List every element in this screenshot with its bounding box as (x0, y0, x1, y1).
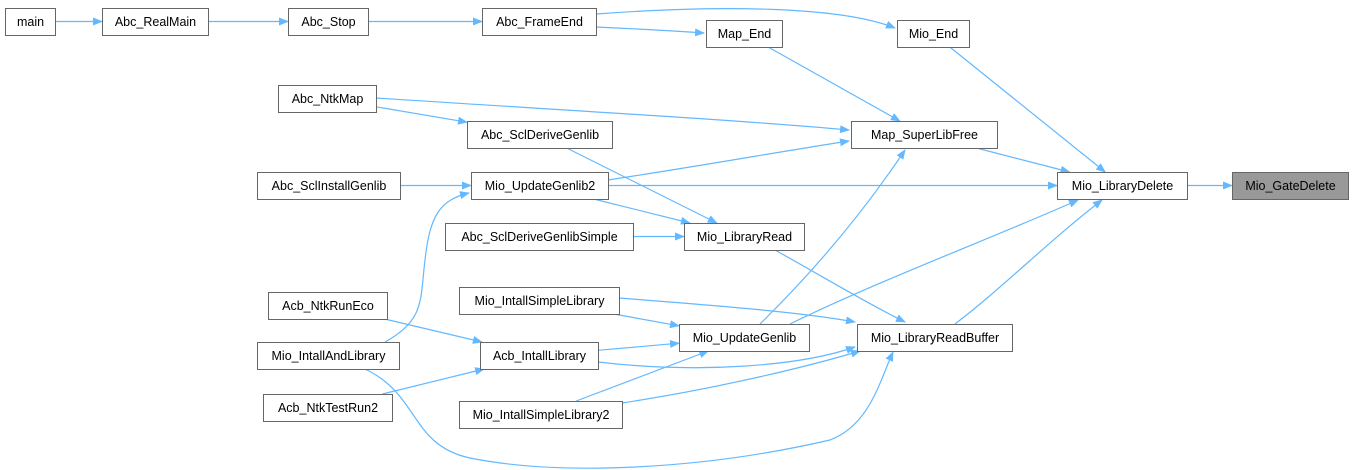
node-mio-libraryread[interactable]: Mio_LibraryRead (684, 223, 805, 251)
edge-map-end-to-map-superlibfree (767, 46, 901, 122)
node-box (897, 20, 970, 48)
node-mio-librarydelete[interactable]: Mio_LibraryDelete (1057, 172, 1188, 200)
node-box (482, 8, 597, 36)
node-abc-realmain[interactable]: Abc_RealMain (102, 8, 209, 36)
node-mio-updategenlib2[interactable]: Mio_UpdateGenlib2 (471, 172, 609, 200)
edge-mio-intallsimplelibrary-to-mio-libraryreadbuffer (618, 297, 856, 325)
edge-mio-intallandlibrary-to-mio-updategenlib2 (384, 191, 470, 343)
edge-abc-frameend-to-map-end (595, 26, 705, 37)
edge-mio-updategenlib-to-map-superlibfree (759, 149, 906, 325)
node-abc-sclderivegenlibsimple[interactable]: Abc_SclDeriveGenlibSimple (445, 223, 634, 251)
node-box (257, 172, 401, 200)
node-label: Abc_SclDeriveGenlib (481, 128, 599, 142)
node-map-superlibfree[interactable]: Map_SuperLibFree (851, 121, 998, 149)
node-box (1232, 172, 1349, 200)
edge-mio-updategenlib2-to-map-superlibfree (607, 138, 850, 181)
node-label: Mio_LibraryReadBuffer (871, 331, 999, 345)
edge-mio-intallandlibrary-to-mio-libraryreadbuffer (364, 351, 894, 469)
node-box (471, 172, 609, 200)
edge-acb-intalllibrary-to-mio-updategenlib (597, 340, 680, 351)
node-mio-updategenlib[interactable]: Mio_UpdateGenlib (679, 324, 810, 352)
edge-mio-libraryreadbuffer-to-mio-librarydelete (954, 199, 1103, 325)
node-mio-end[interactable]: Mio_End (897, 20, 970, 48)
edge-mio-intallsimplelibrary2-to-mio-updategenlib (575, 350, 710, 402)
node-box (467, 121, 613, 149)
node-box (278, 85, 377, 113)
edge-acb-ntkruneco-to-acb-intalllibrary (384, 318, 483, 344)
edge-mio-updategenlib2-to-mio-libraryread (593, 198, 691, 225)
node-label: Abc_Stop (301, 15, 355, 29)
node-box (684, 223, 805, 251)
node-label: Mio_LibraryRead (697, 230, 792, 244)
node-box (706, 20, 783, 48)
node-layer: main Abc_RealMain Abc_Stop Abc_FrameEndMap_… (5, 8, 1349, 429)
edge-mio-intallsimplelibrary-to-mio-updategenlib (613, 313, 680, 329)
node-box (5, 8, 56, 36)
node-box (480, 342, 599, 370)
node-abc-ntkmap[interactable]: Abc_NtkMap (278, 85, 377, 113)
node-label: Mio_GateDelete (1245, 179, 1335, 193)
node-box (459, 401, 623, 429)
node-main[interactable]: main (5, 8, 56, 36)
node-label: Mio_IntallSimpleLibrary2 (473, 408, 610, 422)
edge-mio-updategenlib-to-mio-librarydelete (789, 199, 1079, 325)
node-label: Map_End (718, 27, 772, 41)
node-mio-gatedelete: Mio_GateDelete (1232, 172, 1349, 200)
node-box (102, 8, 209, 36)
node-label: Abc_SclDeriveGenlibSimple (461, 230, 617, 244)
node-label: Mio_End (909, 27, 958, 41)
node-abc-sclderivegenlib[interactable]: Abc_SclDeriveGenlib (467, 121, 613, 149)
node-label: Mio_UpdateGenlib (693, 331, 797, 345)
node-box (263, 394, 393, 422)
node-label: Abc_NtkMap (292, 92, 364, 106)
node-mio-intallsimplelibrary[interactable]: Mio_IntallSimpleLibrary (459, 287, 620, 315)
node-mio-libraryreadbuffer[interactable]: Mio_LibraryReadBuffer (857, 324, 1013, 352)
edge-layer (55, 8, 1233, 469)
node-abc-stop[interactable]: Abc_Stop (288, 8, 369, 36)
node-box (679, 324, 810, 352)
node-label: Acb_IntallLibrary (493, 349, 587, 363)
node-label: Mio_IntallAndLibrary (272, 349, 387, 363)
node-box (445, 223, 634, 251)
node-map-end[interactable]: Map_End (706, 20, 783, 48)
node-label: Mio_UpdateGenlib2 (485, 179, 596, 193)
node-label: Abc_RealMain (115, 15, 196, 29)
edge-mio-end-to-mio-librarydelete (949, 46, 1106, 173)
node-label: Acb_NtkTestRun2 (278, 401, 378, 415)
edge-acb-intalllibrary-to-mio-libraryreadbuffer (597, 346, 856, 369)
node-acb-ntkruneco[interactable]: Acb_NtkRunEco (268, 292, 388, 320)
node-mio-intallsimplelibrary2[interactable]: Mio_IntallSimpleLibrary2 (459, 401, 623, 429)
node-box (857, 324, 1013, 352)
node-box (1057, 172, 1188, 200)
node-label: Mio_LibraryDelete (1072, 179, 1173, 193)
edge-abc-frameend-to-mio-end (595, 8, 896, 29)
node-box (851, 121, 998, 149)
node-acb-ntktestrun2[interactable]: Acb_NtkTestRun2 (263, 394, 393, 422)
edge-mio-intallsimplelibrary2-to-mio-libraryreadbuffer (621, 349, 861, 404)
node-label: Abc_FrameEnd (496, 15, 583, 29)
node-abc-frameend[interactable]: Abc_FrameEnd (482, 8, 597, 36)
node-box (257, 342, 400, 370)
node-label: Acb_NtkRunEco (282, 299, 374, 313)
node-label: main (17, 15, 44, 29)
node-abc-sclinstallgenlib[interactable]: Abc_SclInstallGenlib (257, 172, 401, 200)
edge-abc-ntkmap-to-abc-sclderivegenlib (375, 106, 468, 125)
node-label: Map_SuperLibFree (871, 128, 978, 142)
node-mio-intallandlibrary[interactable]: Mio_IntallAndLibrary (257, 342, 400, 370)
node-acb-intalllibrary[interactable]: Acb_IntallLibrary (480, 342, 599, 370)
node-label: Abc_SclInstallGenlib (272, 179, 387, 193)
edge-acb-ntktestrun2-to-acb-intalllibrary (382, 367, 486, 395)
node-box (268, 292, 388, 320)
edge-abc-ntkmap-to-map-superlibfree (375, 97, 850, 134)
node-box (288, 8, 369, 36)
node-box (459, 287, 620, 315)
edge-mio-libraryread-to-mio-libraryreadbuffer (774, 249, 906, 323)
node-label: Mio_IntallSimpleLibrary (475, 294, 606, 308)
edge-map-superlibfree-to-mio-librarydelete (976, 147, 1071, 174)
